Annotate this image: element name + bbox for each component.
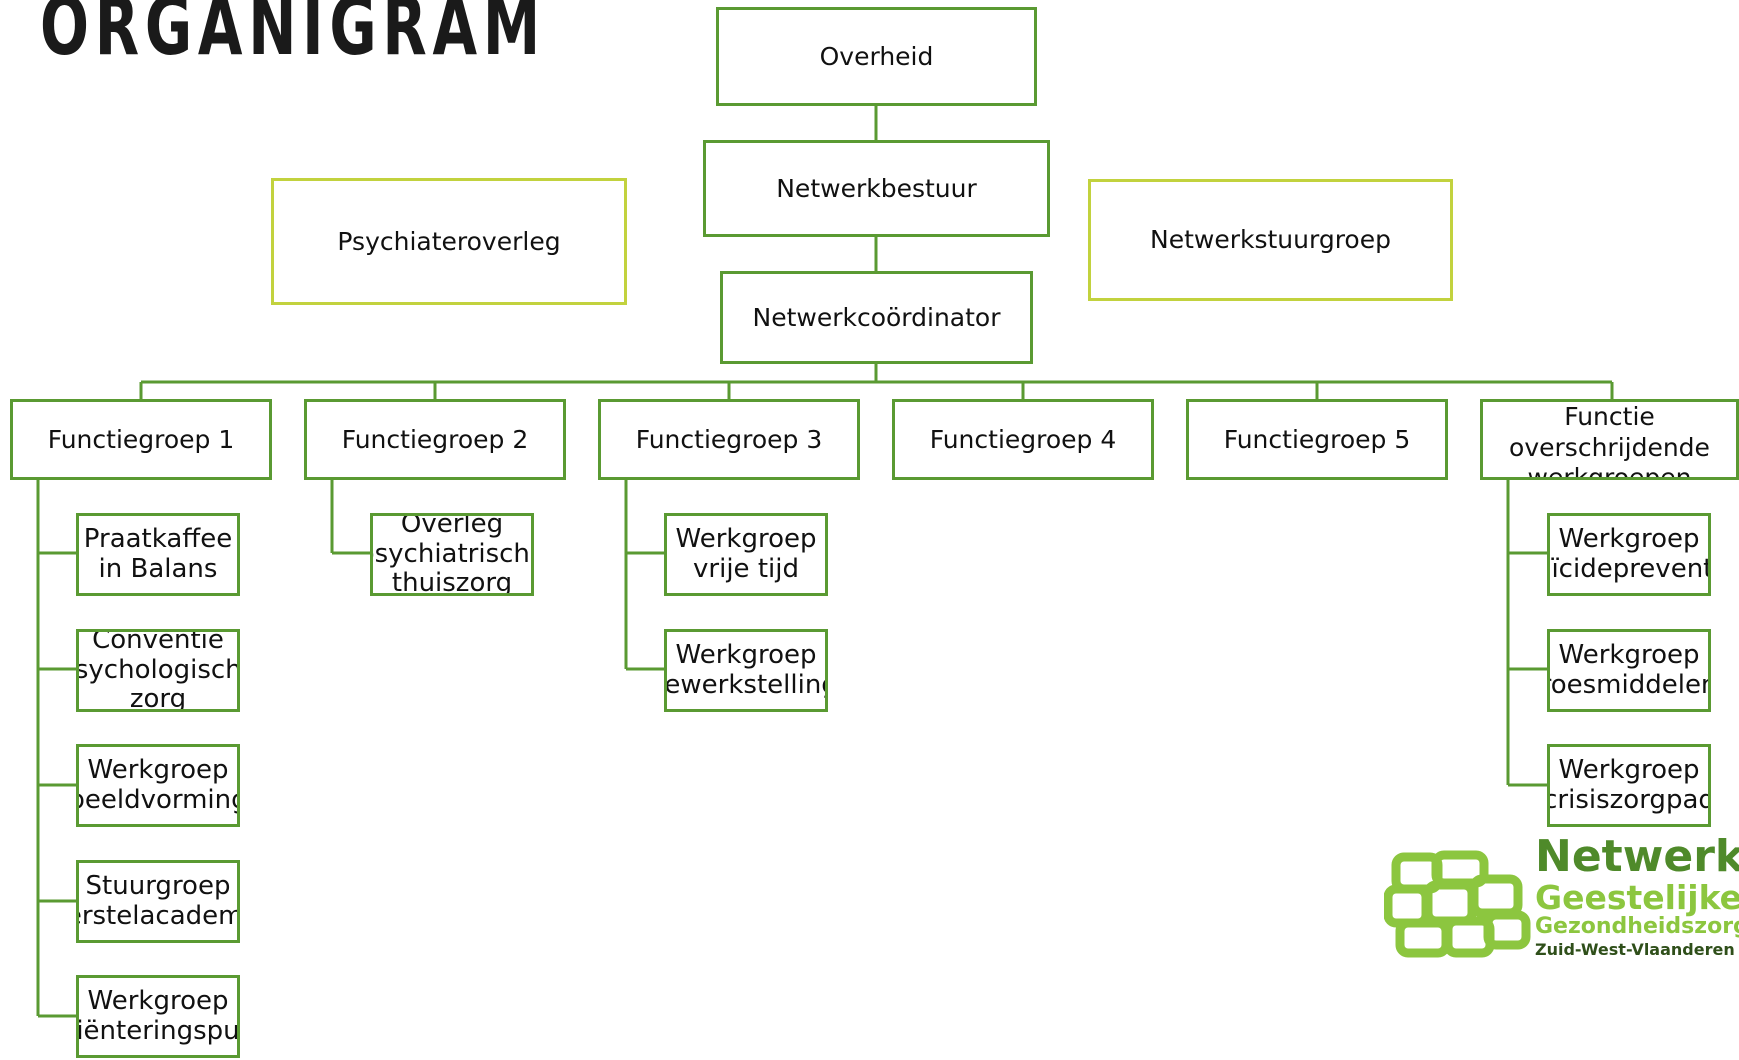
group-functiegroep-3: Functiegroep 3 — [598, 399, 860, 480]
node-overheid: Overheid — [716, 7, 1037, 106]
node-herstelacademie: Stuurgroep herstelacademie — [76, 860, 240, 943]
netwerk-logo-icon — [1384, 850, 1531, 958]
logo-geestelijke-text: Geestelijke — [1535, 878, 1739, 917]
logo-region-text: Zuid-West-Vlaanderen — [1535, 940, 1735, 959]
node-suicidepreventie: Werkgroep suïcidepreventie — [1547, 513, 1711, 596]
node-orienteringspunt: Werkgroep oriënteringspunt — [76, 975, 240, 1058]
group-functiegroep-4: Functiegroep 4 — [892, 399, 1154, 480]
node-psychiateroverleg: Psychiateroverleg — [271, 178, 627, 305]
logo-netwerk-text: Netwerk — [1535, 831, 1739, 882]
node-vrije-tijd: Werkgroep vrije tijd — [664, 513, 828, 596]
node-roesmiddelen: Werkgroep roesmiddelen — [1547, 629, 1711, 712]
node-crisiszorgpad: Werkgroep crisiszorgpad — [1547, 744, 1711, 827]
node-netwerkbestuur: Netwerkbestuur — [703, 140, 1050, 237]
node-conventie: Conventie psychologische zorg — [76, 629, 240, 712]
page-title: ORGANIGRAM — [40, 0, 546, 73]
node-tewerkstelling: Werkgroep tewerkstelling — [664, 629, 828, 712]
group-functiegroep-5: Functiegroep 5 — [1186, 399, 1448, 480]
node-netwerkstuurgroep: Netwerkstuurgroep — [1088, 179, 1453, 301]
group-functiegroep-2: Functiegroep 2 — [304, 399, 566, 480]
group-functiegroep-1: Functiegroep 1 — [10, 399, 272, 480]
group-functie-overschrijdend: Functie overschrijdende werkgroepen — [1480, 399, 1739, 480]
node-praatkaffee: Praatkaffee in Balans — [76, 513, 240, 596]
node-beeldvorming: Werkgroep beeldvorming — [76, 744, 240, 827]
node-psychiatrische-thuiszorg: Overleg psychiatrische thuiszorg — [370, 513, 534, 596]
logo-gezondheidszorg-text: Gezondheidszorg — [1535, 914, 1739, 939]
netwerk-logo: Netwerk Geestelijke Gezondheidszorg Zuid… — [1380, 835, 1739, 960]
node-netwerkcoordinator: Netwerkcoördinator — [720, 271, 1033, 364]
